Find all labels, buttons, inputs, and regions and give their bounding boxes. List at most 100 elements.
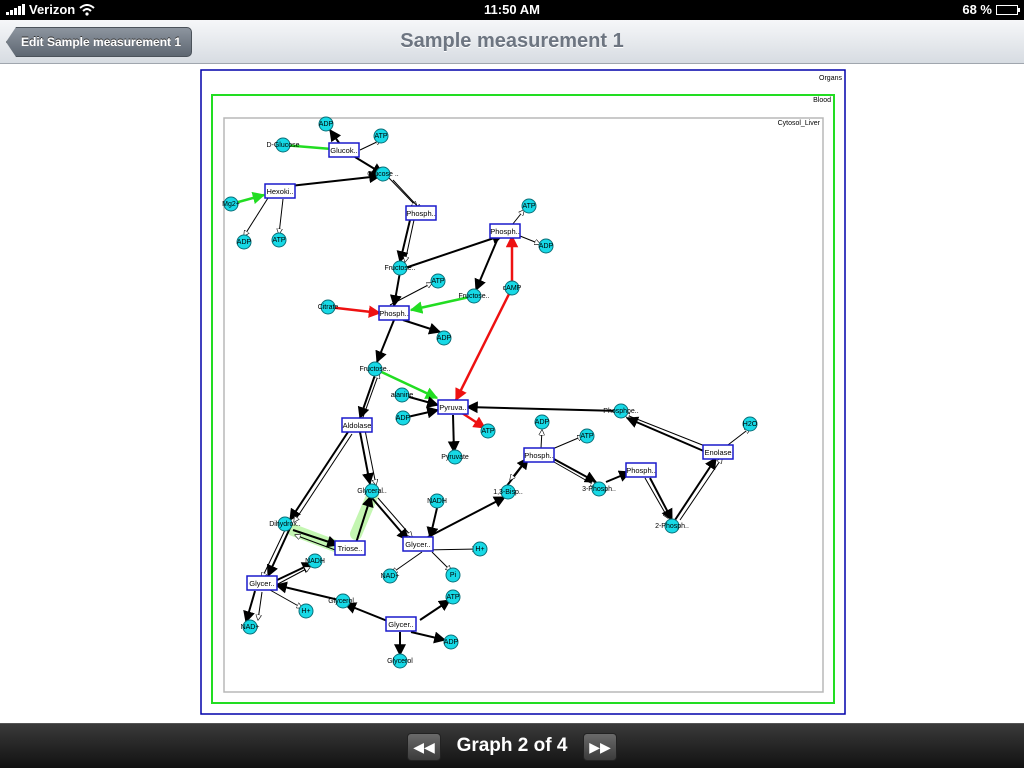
reaction-node[interactable]: Phosph..	[625, 462, 657, 478]
species-circle[interactable]	[443, 634, 459, 650]
species-node[interactable]: 2-Phosph..	[655, 518, 689, 534]
species-circle[interactable]	[480, 423, 496, 439]
reaction-node[interactable]: Phosph..	[378, 305, 410, 321]
species-circle[interactable]	[367, 361, 383, 377]
species-node[interactable]: ADP	[436, 330, 452, 346]
species-circle[interactable]	[538, 238, 554, 254]
species-node[interactable]: ATP	[271, 232, 287, 248]
reaction-box[interactable]	[625, 462, 657, 478]
species-circle[interactable]	[664, 518, 680, 534]
species-circle[interactable]	[394, 387, 410, 403]
species-circle[interactable]	[472, 541, 488, 557]
species-node[interactable]: ATP	[373, 128, 389, 144]
reaction-box[interactable]	[489, 223, 521, 239]
species-node[interactable]: Fructose..	[384, 260, 416, 276]
species-node[interactable]: Fructose..	[458, 288, 490, 304]
reaction-node[interactable]: Phosph..	[405, 205, 437, 221]
species-node[interactable]: Glyceral..	[357, 483, 387, 499]
species-node[interactable]: Glucose ..	[367, 166, 399, 182]
species-node[interactable]: D-Glucose	[266, 137, 300, 153]
reaction-box[interactable]	[264, 183, 296, 199]
species-node[interactable]: H+	[472, 541, 488, 557]
reaction-node[interactable]: Glycer..	[385, 616, 417, 632]
species-node[interactable]: ADP	[443, 634, 459, 650]
species-circle[interactable]	[430, 273, 446, 289]
species-circle[interactable]	[395, 410, 411, 426]
species-circle[interactable]	[318, 116, 334, 132]
species-node[interactable]: ATP	[480, 423, 496, 439]
species-node[interactable]: 3-Phosph..	[582, 481, 616, 497]
compartment-organs[interactable]	[200, 69, 846, 715]
species-circle[interactable]	[500, 484, 516, 500]
species-circle[interactable]	[364, 483, 380, 499]
reaction-box[interactable]	[405, 205, 437, 221]
species-circle[interactable]	[298, 603, 314, 619]
species-circle[interactable]	[375, 166, 391, 182]
compartment-blood[interactable]	[211, 94, 835, 704]
species-node[interactable]: alanine	[391, 387, 414, 403]
species-node[interactable]: ADP	[236, 234, 252, 250]
species-node[interactable]: Pyruvate	[441, 449, 469, 465]
reaction-box[interactable]	[334, 540, 366, 556]
species-node[interactable]: ADP	[318, 116, 334, 132]
species-node[interactable]: ADP	[534, 414, 550, 430]
reaction-node[interactable]: Glucok..	[328, 142, 360, 158]
species-node[interactable]: Pi	[445, 567, 461, 583]
reaction-node[interactable]: Aldolase	[341, 417, 373, 433]
previous-graph-button[interactable]: ◀◀	[407, 733, 441, 761]
species-node[interactable]: cAMP	[503, 280, 522, 296]
species-node[interactable]: H2O	[742, 416, 758, 432]
reaction-node[interactable]: Glycer..	[246, 575, 278, 591]
species-node[interactable]: ATP	[579, 428, 595, 444]
species-node[interactable]: NAD+	[241, 619, 260, 635]
reaction-node[interactable]: Hexoki..	[264, 183, 296, 199]
species-node[interactable]: Dihydrox..	[269, 516, 301, 532]
next-graph-button[interactable]: ▶▶	[583, 733, 617, 761]
compartment-cytosol-liver[interactable]	[223, 117, 824, 693]
reaction-box[interactable]	[378, 305, 410, 321]
reaction-box[interactable]	[437, 399, 469, 415]
species-circle[interactable]	[320, 299, 336, 315]
species-circle[interactable]	[591, 481, 607, 497]
species-circle[interactable]	[335, 593, 351, 609]
species-circle[interactable]	[466, 288, 482, 304]
species-node[interactable]: Glycerol..	[328, 593, 358, 609]
reaction-box[interactable]	[402, 536, 434, 552]
species-circle[interactable]	[307, 553, 323, 569]
species-circle[interactable]	[436, 330, 452, 346]
species-node[interactable]: Glycerol	[387, 653, 413, 669]
species-circle[interactable]	[223, 196, 239, 212]
species-circle[interactable]	[445, 589, 461, 605]
reaction-box[interactable]	[702, 444, 734, 460]
species-circle[interactable]	[579, 428, 595, 444]
species-circle[interactable]	[275, 137, 291, 153]
reaction-box[interactable]	[341, 417, 373, 433]
species-circle[interactable]	[613, 403, 629, 419]
reaction-node[interactable]: Phosph..	[489, 223, 521, 239]
back-button[interactable]: Edit Sample measurement 1	[6, 27, 193, 57]
species-circle[interactable]	[447, 449, 463, 465]
species-node[interactable]: ATP	[430, 273, 446, 289]
reaction-box[interactable]	[523, 447, 555, 463]
species-circle[interactable]	[277, 516, 293, 532]
species-node[interactable]: Fructose..	[359, 361, 391, 377]
species-circle[interactable]	[242, 619, 258, 635]
species-node[interactable]: H+	[298, 603, 314, 619]
species-circle[interactable]	[445, 567, 461, 583]
species-circle[interactable]	[373, 128, 389, 144]
reaction-node[interactable]: Glycer..	[402, 536, 434, 552]
reaction-box[interactable]	[246, 575, 278, 591]
species-node[interactable]: NAD+	[381, 568, 400, 584]
species-circle[interactable]	[392, 653, 408, 669]
reaction-box[interactable]	[385, 616, 417, 632]
pathway-graph[interactable]: Organs Blood Cytosol_Liver ADPATPD-Gluco…	[0, 65, 1024, 723]
species-node[interactable]: NADH	[305, 553, 325, 569]
species-circle[interactable]	[382, 568, 398, 584]
reaction-node[interactable]: Pyruva..	[437, 399, 469, 415]
species-node[interactable]: ATP	[521, 198, 537, 214]
species-node[interactable]: ATP	[445, 589, 461, 605]
species-node[interactable]: Phosphoe..	[603, 403, 639, 419]
species-circle[interactable]	[534, 414, 550, 430]
species-circle[interactable]	[742, 416, 758, 432]
reaction-node[interactable]: Enolase	[702, 444, 734, 460]
